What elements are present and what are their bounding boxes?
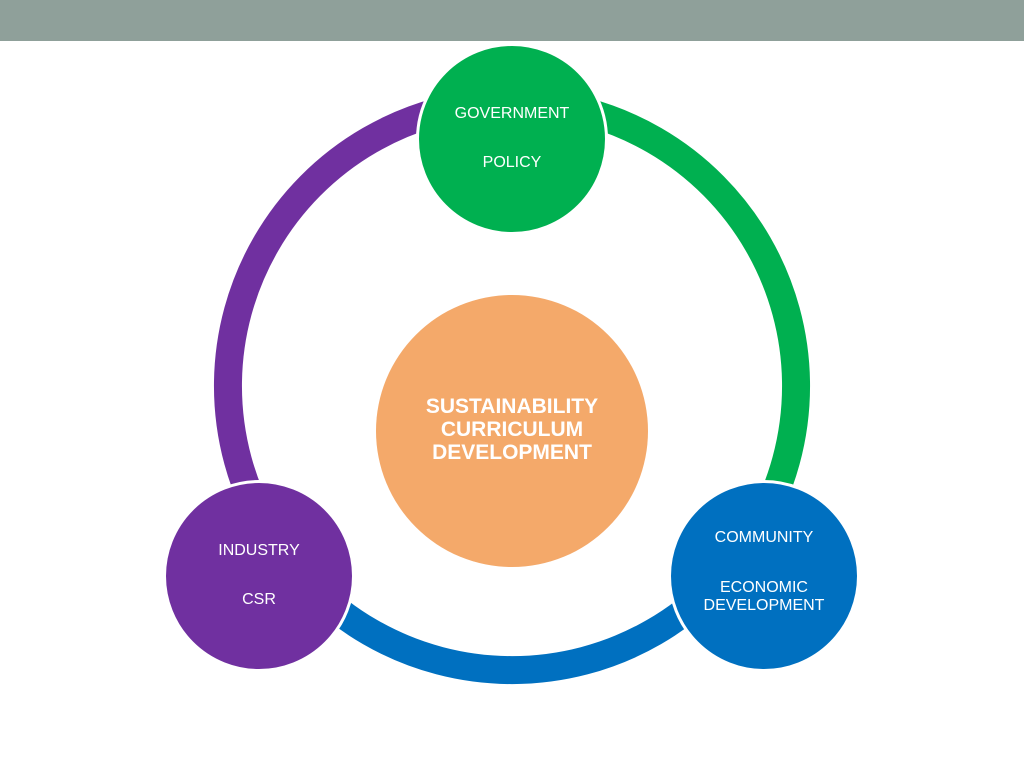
- community-node: COMMUNITY ECONOMIC DEVELOPMENT: [668, 480, 860, 672]
- center-label: SUSTAINABILITY CURRICULUM DEVELOPMENT: [425, 395, 599, 464]
- header-bar: [0, 0, 1024, 41]
- community-subtitle: ECONOMIC DEVELOPMENT: [703, 579, 825, 614]
- industry-title: INDUSTRY: [218, 541, 300, 559]
- government-subtitle: POLICY: [482, 153, 542, 171]
- center-circle: SUSTAINABILITY CURRICULUM DEVELOPMENT: [376, 295, 648, 567]
- industry-subtitle: CSR: [242, 590, 276, 608]
- government-node: GOVERNMENT POLICY: [416, 43, 608, 235]
- industry-node: INDUSTRY CSR: [163, 480, 355, 672]
- government-title: GOVERNMENT: [454, 104, 570, 122]
- community-title: COMMUNITY: [714, 529, 814, 546]
